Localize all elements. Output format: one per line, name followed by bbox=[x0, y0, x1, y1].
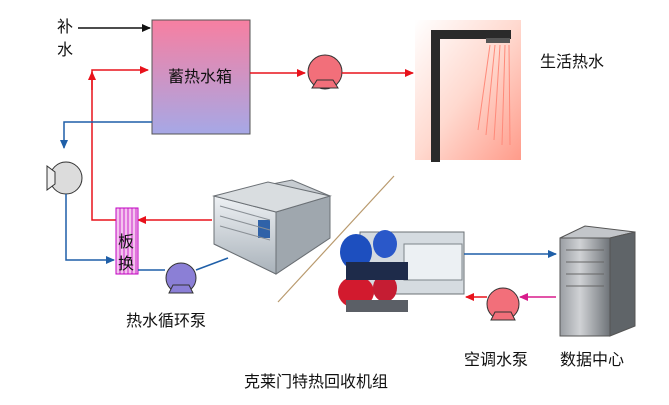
data-center-rack bbox=[559, 225, 636, 337]
hx-to-tank-hot-line bbox=[91, 66, 149, 221]
air-cooled-unit bbox=[212, 179, 332, 275]
storage-tank bbox=[151, 19, 251, 135]
hot-water-pump-base bbox=[168, 284, 194, 294]
tank-pump-base bbox=[46, 165, 56, 191]
pump-to-hx-cold-line bbox=[65, 194, 115, 264]
domestic-pump-base bbox=[311, 79, 339, 89]
hot-water-pump-label: 热水循环泵 bbox=[126, 311, 207, 330]
storage-tank-label: 蓄热水箱 bbox=[168, 67, 233, 86]
domestic-hot-water-label: 生活热水 bbox=[540, 52, 605, 71]
plate-heat-exchanger bbox=[115, 207, 139, 275]
pump-to-chiller-line bbox=[195, 257, 229, 271]
plate-hx-label-2: 换 bbox=[118, 254, 135, 273]
ac-pump-base bbox=[490, 311, 516, 321]
ac-water-pump-label: 空调水泵 bbox=[464, 350, 529, 369]
plate-hx-label-1: 板 bbox=[118, 232, 135, 251]
heat-recovery-unit-label: 克莱门特热回收机组 bbox=[244, 372, 389, 391]
tank-cold-return-line bbox=[60, 121, 152, 149]
shower-icon bbox=[431, 30, 511, 162]
water-cooled-chiller bbox=[338, 230, 465, 312]
makeup-water-label-1: 补 bbox=[57, 17, 74, 36]
data-center-label: 数据中心 bbox=[560, 350, 625, 369]
makeup-water-label-2: 水 bbox=[57, 40, 74, 59]
diagonal-divider bbox=[277, 175, 395, 303]
